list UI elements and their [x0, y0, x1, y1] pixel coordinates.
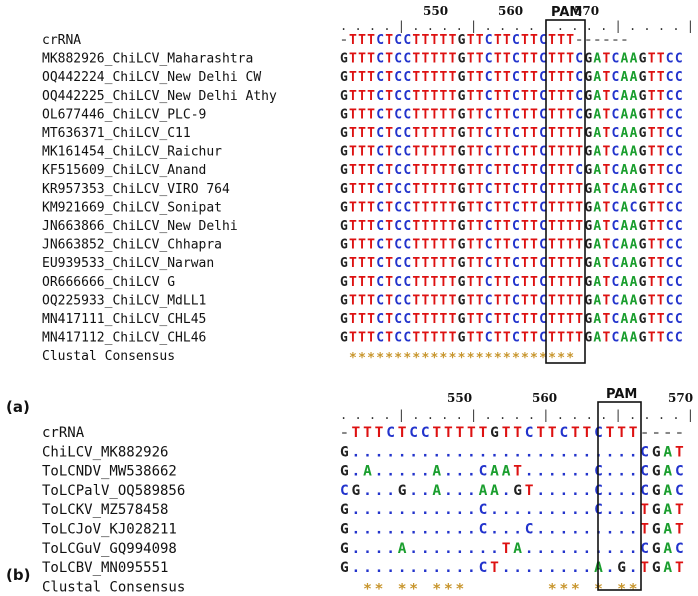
sequence-name: ToLCKV_MZ578458: [42, 502, 168, 518]
sequence-name: KF515609_ChiLCV_Anand: [42, 163, 206, 178]
pam-label: PAM: [551, 5, 582, 20]
sequence-row: GTTTCTCCTTTTTGTTCTTCTTCTTTTGATCAAGTTCC: [340, 219, 683, 234]
sequence-name: OR666666_ChiLCV G: [42, 275, 175, 290]
sequence-row: GTTTCTCCTTTTTGTTCTTCTTCTTTCGATCAAGTTCC: [340, 89, 683, 104]
ruler-number: 560: [498, 4, 523, 18]
sequence-name: OQ225933_ChiLCV_MdLL1: [42, 293, 206, 308]
sequence-name: MT636371_ChiLCV_C11: [42, 126, 191, 141]
ruler-number: 550: [447, 391, 472, 405]
pam-box: [545, 19, 586, 364]
sequence-name: OQ442224_ChiLCV_New Delhi CW: [42, 70, 261, 85]
sequence-row: GTTTCTCCTTTTTGTTCTTCTTCTTTTGATCAAGTTCC: [340, 293, 683, 308]
panel-label: (a): [6, 398, 30, 416]
sequence-row: GTTTCTCCTTTTTGTTCTTCTTCTTTTGATCAAGTTCC: [340, 312, 683, 327]
sequence-row: GTTTCTCCTTTTTGTTCTTCTTCTTTCGATCAAGTTCC: [340, 52, 683, 67]
sequence-name: crRNA: [42, 425, 85, 441]
pam-box: [597, 401, 642, 591]
ruler-number: 570: [574, 4, 599, 18]
sequence-name: ToLCBV_MN095551: [42, 560, 168, 576]
sequence-row: GTTTCTCCTTTTTGTTCTTCTTCTTTTGATCAAGTTCC: [340, 238, 683, 253]
ruler-number: 570: [668, 391, 693, 405]
sequence-row: GTTTCTCCTTTTTGTTCTTCTTCTTTTGATCAAGTTCC: [340, 145, 683, 160]
sequence-row: GTTTCTCCTTTTTGTTCTTCTTCTTTTGATCAAGTTCC: [340, 126, 683, 141]
panel-label: (b): [6, 566, 30, 584]
sequence-row: GTTTCTCCTTTTTGTTCTTCTTCTTTTGATCAAGTTCC: [340, 331, 683, 346]
sequence-name: ToLCNDV_MW538662: [42, 464, 177, 480]
sequence-name: KR957353_ChiLCV_VIRO 764: [42, 182, 230, 197]
sequence-row: GTTTCTCCTTTTTGTTCTTCTTCTTTTGATCAAGTTCC: [340, 256, 683, 271]
sequence-name: MK882926_ChiLCV_Maharashtra: [42, 52, 253, 67]
position-ruler: . . . . | . . . . | . . . . | . . . . | …: [340, 19, 698, 33]
consensus-row: *************************: [349, 351, 574, 366]
sequence-name: OQ442225_ChiLCV_New Delhi Athy: [42, 89, 277, 104]
sequence-name: MK161454_ChiLCV_Raichur: [42, 145, 222, 160]
consensus-row: *************: [363, 581, 637, 596]
sequence-name: crRNA: [42, 33, 81, 48]
sequence-name: JN663866_ChiLCV_New Delhi: [42, 219, 238, 234]
position-ruler: . . . . | . . . . | . . . . | . . . . | …: [340, 408, 698, 422]
ruler-number: 550: [423, 4, 448, 18]
consensus-label: Clustal Consensus: [42, 579, 185, 595]
pam-label: PAM: [606, 387, 637, 402]
sequence-name: ToLCJoV_KJ028211: [42, 522, 177, 538]
sequence-name: KM921669_ChiLCV_Sonipat: [42, 200, 222, 215]
sequence-row: GTTTCTCCTTTTTGTTCTTCTTCTTTCGATCAAGTTCC: [340, 70, 683, 85]
sequence-row: GTTTCTCCTTTTTGTTCTTCTTCTTTTGATCAAGTTCC: [340, 275, 683, 290]
ruler-number: 560: [532, 391, 557, 405]
panel-b-alignment: (b) 550 560 570 PAM . . . . | . . . . | . . .…: [6, 387, 698, 596]
sequence-name: EU939533_ChiLCV_Narwan: [42, 256, 214, 271]
sequence-row: GTTTCTCCTTTTTGTTCTTCTTCTTTCGATCAAGTTCC: [340, 163, 683, 178]
sequence-row: GTTTCTCCTTTTTGTTCTTCTTCTTTTGATCACGTTCC: [340, 200, 683, 215]
sequence-name: OL677446_ChiLCV_PLC-9: [42, 107, 206, 122]
sequence-name: ToLCPalV_OQ589856: [42, 483, 185, 499]
sequence-name: JN663852_ChiLCV_Chhapra: [42, 238, 222, 253]
sequence-name: ChiLCV_MK882926: [42, 444, 168, 460]
sequence-row: -TTTCTCCTTTTTGTTCTTCTTCTTT------: [340, 33, 628, 48]
sequence-name: MN417112_ChiLCV_CHL46: [42, 331, 206, 346]
consensus-label: Clustal Consensus: [42, 349, 175, 364]
sequence-row: GTTTCTCCTTTTTGTTCTTCTTCTTTCGATCAAGTTCC: [340, 107, 683, 122]
sequence-row: GTTTCTCCTTTTTGTTCTTCTTCTTTTGATCAAGTTCC: [340, 182, 683, 197]
sequence-name: ToLCGuV_GQ994098: [42, 541, 177, 557]
sequence-name: MN417111_ChiLCV_CHL45: [42, 312, 206, 327]
